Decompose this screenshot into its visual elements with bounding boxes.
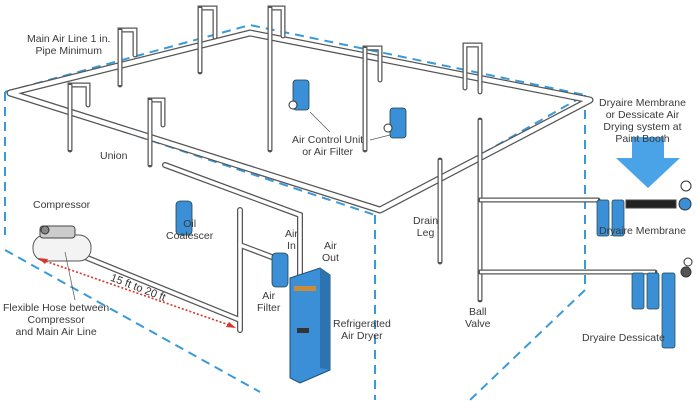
acu-leader-2 — [369, 134, 391, 141]
label-line: Air — [324, 240, 337, 252]
label-line: Air — [262, 290, 276, 302]
label-main-air-line: Main Air Line 1 in. Pipe Minimum — [27, 33, 110, 57]
room-floor-left — [4, 249, 261, 393]
label-line: Refrigerated — [333, 318, 391, 330]
label-line: Drying system at — [603, 121, 682, 133]
dryaire-membrane-unit — [596, 180, 692, 237]
label-air-control-unit: Air Control Unit or Air Filter — [292, 134, 363, 158]
label-line: Air Dryer — [341, 330, 383, 342]
label-air-out: Air Out — [322, 240, 339, 264]
label-line: Coalescer — [166, 230, 214, 242]
label-dryaire-membrane: Dryaire Membrane — [599, 225, 686, 237]
label-ball-valve: Ball Valve — [465, 306, 491, 330]
label-line: Paint Booth — [615, 133, 670, 145]
label-air-in: Air In — [285, 228, 298, 252]
hose-leader — [64, 251, 76, 301]
air-control-unit-2 — [383, 107, 407, 139]
distance-arrow-right-head — [226, 322, 236, 328]
label-line: Drain — [413, 215, 439, 227]
label-union: Union — [100, 150, 128, 162]
label-line: Compressor — [27, 314, 85, 326]
label-line: or Dessicate Air — [605, 109, 680, 121]
label-dryaire-dessicate: Dryaire Dessicate — [582, 332, 665, 344]
label-line: Flexible Hose between — [3, 302, 110, 314]
label-line: Oil — [183, 218, 197, 230]
room-ceiling-outline — [1, 23, 588, 217]
dryaire-dessicate-unit — [631, 257, 693, 349]
distance-arrow-left-head — [38, 258, 48, 264]
room-outline — [1, 23, 588, 401]
air-control-unit-1 — [288, 79, 310, 111]
label-line: Main Air Line 1 in. — [27, 33, 111, 45]
label-line: Valve — [465, 318, 491, 330]
compressor — [32, 225, 92, 262]
room-floor-right — [469, 289, 586, 401]
label-line: Air — [285, 228, 298, 240]
label-oil-coalescer: Oil Coalescer — [166, 218, 213, 242]
label-dryaire-callout: Dryaire Membrane or Dessicate Air Drying… — [599, 97, 686, 145]
label-line: Out — [322, 252, 339, 264]
label-line: or Air Filter — [302, 146, 353, 158]
label-drain-leg: Drain Leg — [413, 215, 438, 239]
acu-leader-1 — [309, 111, 331, 133]
air-filter — [271, 252, 289, 288]
refrigerated-air-dryer — [289, 267, 331, 384]
label-line: Filter — [257, 302, 281, 314]
label-line: Dryaire Membrane — [599, 97, 686, 109]
label-refrigerated-air-dryer: Refrigerated Air Dryer — [333, 318, 391, 342]
label-line: Leg — [416, 227, 435, 239]
label-flexible-hose: Flexible Hose between Compressor and Mai… — [3, 302, 109, 338]
label-line: In — [287, 240, 296, 252]
label-line: and Main Air Line — [15, 326, 97, 338]
distance-arrow — [41, 259, 233, 327]
label-air-filter: Air Filter — [257, 290, 280, 314]
oil-coalescer — [175, 200, 193, 236]
label-line: Air Control Unit — [292, 134, 364, 146]
label-line: Ball — [468, 306, 487, 318]
drop-legs — [67, 5, 483, 138]
label-compressor: Compressor — [33, 199, 91, 211]
callout-arrow — [616, 137, 680, 188]
label-line: Pipe Minimum — [35, 45, 102, 57]
